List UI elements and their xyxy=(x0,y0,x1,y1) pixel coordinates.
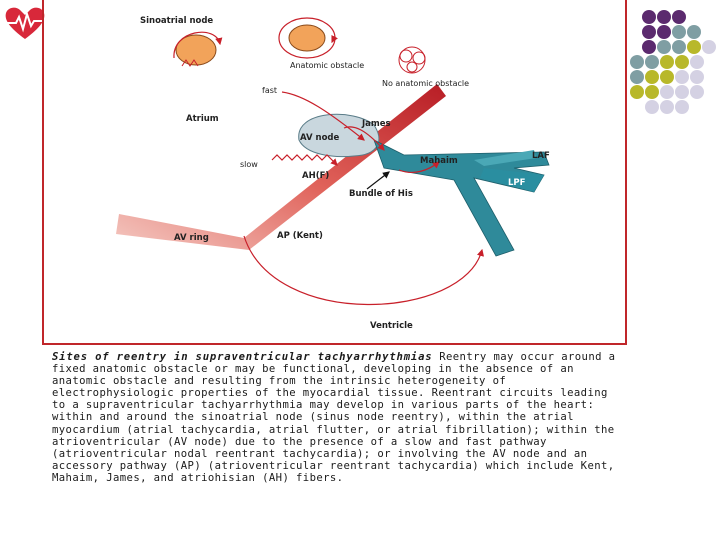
laf-shape xyxy=(474,150,536,166)
label-ah-f: AH(F) xyxy=(302,171,329,181)
no-anatomic-obstacle-swirl xyxy=(398,46,426,74)
reentry-diagram: Sinoatrial node Anatomic obstacle No ana… xyxy=(116,16,550,331)
heart-ecg-logo-icon xyxy=(2,4,48,42)
label-slow: slow xyxy=(240,160,258,169)
av-ring-band xyxy=(116,84,446,250)
label-ventricle: Ventricle xyxy=(370,321,413,331)
label-ap-kent: AP (Kent) xyxy=(277,231,323,241)
label-laf: LAF xyxy=(532,151,550,161)
label-james: James xyxy=(361,119,391,129)
label-mahaim: Mahaim xyxy=(420,156,458,166)
label-fast: fast xyxy=(262,86,277,95)
ventricle-loop-arrow xyxy=(243,235,484,306)
caption-title: Sites of reentry in supraventricular tac… xyxy=(52,351,433,363)
mahaim-arrow xyxy=(398,161,440,174)
sinoatrial-node-shape xyxy=(173,31,223,67)
label-bundle-of-his: Bundle of His xyxy=(349,189,413,199)
bundle-pointer-arrow xyxy=(366,171,390,190)
figure-caption: Sites of reentry in supraventricular tac… xyxy=(52,351,624,484)
lpf-shape xyxy=(480,168,544,192)
label-av-node: AV node xyxy=(300,133,340,143)
label-lpf: LPF xyxy=(508,178,526,188)
label-sinoatrial-node: Sinoatrial node xyxy=(140,16,213,26)
decorative-dot-grid xyxy=(630,10,720,120)
label-no-anatomic-obstacle: No anatomic obstacle xyxy=(382,79,469,88)
av-node-shape xyxy=(298,113,380,158)
label-atrium: Atrium xyxy=(186,114,219,124)
fast-pathway-arrow xyxy=(281,91,365,141)
anatomic-obstacle-shape xyxy=(278,17,338,59)
label-av-ring: AV ring xyxy=(174,233,209,243)
caption-body: Reentry may occur around a fixed anatomi… xyxy=(52,351,616,484)
label-anatomic-obstacle: Anatomic obstacle xyxy=(290,61,364,70)
figure-frame xyxy=(42,0,627,345)
james-arrow xyxy=(343,126,385,151)
slow-pathway-arrow xyxy=(271,154,338,166)
